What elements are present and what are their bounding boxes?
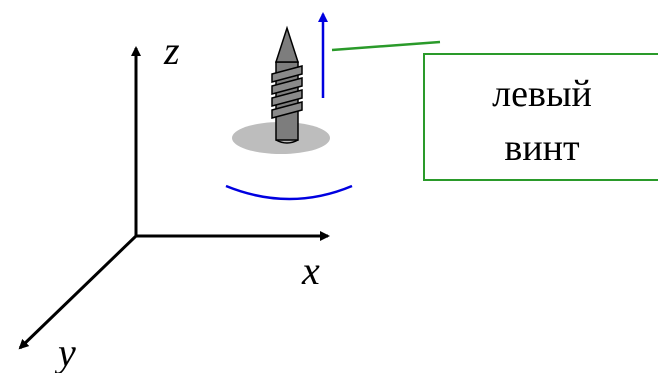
y-axis-label: y	[54, 330, 76, 373]
rotation-arc-icon	[225, 184, 353, 201]
screw-tip	[274, 25, 300, 63]
x-axis-label: x	[301, 248, 320, 293]
callout-line-2: винт	[504, 127, 580, 169]
left-hand-screw-icon	[232, 25, 330, 154]
y-axis	[18, 234, 138, 350]
callout-line-1: левый	[492, 73, 592, 115]
callout-box: левый винт	[423, 53, 658, 181]
z-axis-label: z	[163, 28, 180, 73]
callout-leader-line	[331, 40, 441, 52]
coordinate-axes: z x y	[18, 28, 330, 373]
screw-threads	[271, 65, 303, 119]
